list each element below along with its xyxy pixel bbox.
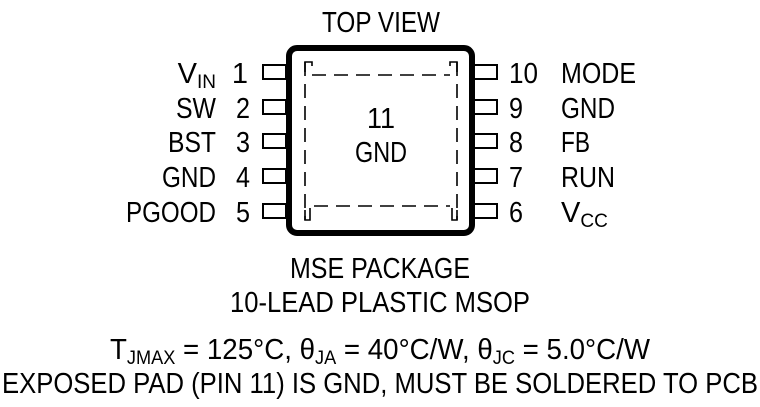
pin-number-10: 10: [509, 58, 538, 90]
pin-pad-3: [262, 133, 287, 149]
exposed-pad-outline: [304, 61, 458, 221]
pin-number-8: 8: [509, 127, 523, 159]
pin-number-1: 1: [232, 58, 248, 90]
pin-pad-6: [473, 203, 498, 219]
left-pin-labels: VIN SW BST GND PGOOD: [126, 58, 217, 229]
package-name: MSE PACKAGE: [290, 253, 470, 285]
pin-label-vcc-main: V: [561, 197, 581, 229]
pin-label-gnd-4: GND: [162, 162, 216, 194]
pin-label-fb: FB: [561, 127, 590, 159]
pin-label-pgood: PGOOD: [126, 197, 216, 229]
exposed-pad-note: EXPOSED PAD (PIN 11) IS GND, MUST BE SOL…: [2, 368, 758, 400]
pin-label-vin: VIN: [178, 58, 216, 93]
tjmax-subscript: JMAX: [127, 348, 176, 369]
pin-label-mode: MODE: [561, 58, 636, 90]
right-pin-numbers: 10 9 8 7 6: [509, 58, 538, 229]
exposed-pad-label: GND: [355, 137, 407, 169]
package-outline: [286, 45, 475, 236]
pin-number-3: 3: [236, 127, 250, 159]
pin-pad-5: [262, 203, 287, 219]
pin-label-vcc-sub: CC: [580, 211, 607, 232]
package-description: 10-LEAD PLASTIC MSOP: [230, 287, 530, 319]
pin-number-4: 4: [236, 162, 250, 194]
tjmax-symbol: T: [110, 334, 127, 366]
pin-number-6: 6: [509, 197, 523, 229]
pin-number-5: 5: [236, 197, 250, 229]
thermal-specs: TJMAX = 125°C, θJA = 40°C/W, θJC = 5.0°C…: [110, 334, 651, 369]
theta-ja-subscript: JA: [315, 348, 336, 369]
diagram-title: TOP VIEW: [322, 7, 441, 39]
pin-pad-10: [473, 64, 498, 80]
theta-jc-symbol: θ: [477, 334, 492, 366]
pin-number-2: 2: [236, 93, 250, 125]
tjmax-value: = 125°C,: [175, 334, 299, 366]
theta-ja-symbol: θ: [300, 334, 315, 366]
pin-label-vin-main: V: [178, 58, 198, 90]
pin-pad-2: [262, 99, 287, 115]
pin-pad-7: [473, 168, 498, 184]
exposed-pad-number: 11: [367, 103, 395, 135]
right-pin-pads: [473, 64, 498, 219]
pin-number-9: 9: [509, 93, 523, 125]
pin-pad-9: [473, 99, 498, 115]
pin-pad-8: [473, 133, 498, 149]
left-pin-numbers: 1 2 3 4 5: [232, 58, 250, 229]
pin-label-bst: BST: [168, 127, 216, 159]
pin-label-vin-sub: IN: [197, 72, 216, 93]
right-pin-labels: MODE GND FB RUN VCC: [561, 58, 636, 232]
pin-pad-4: [262, 168, 287, 184]
theta-jc-value: = 5.0°C/W: [515, 334, 651, 366]
pin-label-vcc: VCC: [561, 197, 608, 232]
left-pin-pads: [262, 64, 287, 219]
pin-number-7: 7: [509, 162, 523, 194]
theta-ja-value: = 40°C/W,: [336, 334, 477, 366]
pin-label-run: RUN: [561, 162, 615, 194]
theta-jc-subscript: JC: [493, 348, 515, 369]
pin-pad-1: [262, 64, 287, 80]
pin-label-gnd-9: GND: [561, 93, 615, 125]
pin-label-sw: SW: [176, 93, 217, 125]
